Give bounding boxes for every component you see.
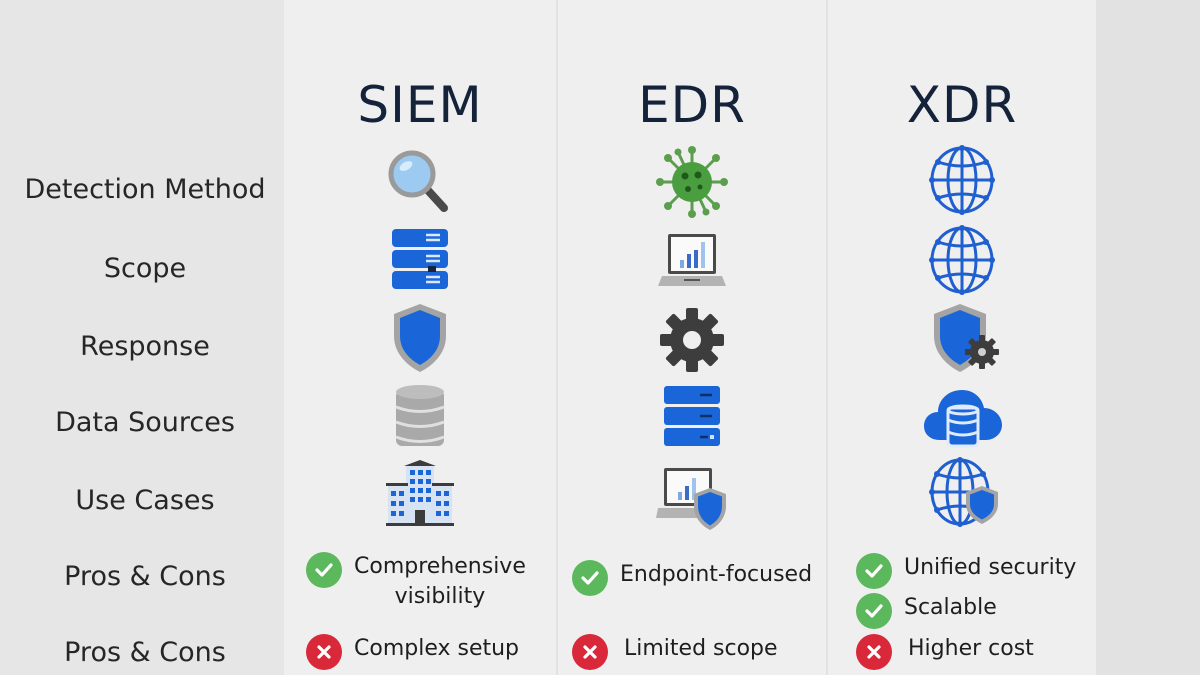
row-label-use-cases: Use Cases — [75, 485, 215, 516]
pro-item-xdr: Scalable — [856, 593, 997, 629]
pro-item-siem: Comprehensive visibility — [306, 552, 526, 612]
database-icon — [384, 382, 456, 454]
x-icon — [572, 634, 608, 670]
shield-gear-icon — [930, 302, 1002, 374]
row-label-scope: Scope — [103, 253, 187, 284]
column-title-edr: EDR — [638, 76, 746, 134]
check-icon — [856, 553, 892, 589]
pro-text-line: visibility — [394, 584, 486, 609]
virus-icon — [656, 146, 728, 218]
pro-item-edr: Endpoint-focused — [572, 560, 812, 596]
row-label-pros-cons: Pros & Cons — [64, 561, 226, 592]
pro-text-line: Comprehensive — [354, 554, 526, 579]
con-item-siem: Complex setup — [306, 634, 519, 670]
server-rack-icon — [384, 226, 456, 298]
shield-icon — [384, 302, 456, 374]
server-stack-icon — [656, 382, 728, 454]
row-label-pros-cons: Pros & Cons — [64, 637, 226, 668]
cloud-database-icon — [924, 384, 1002, 450]
check-icon — [572, 560, 608, 596]
pro-text: Scalable — [904, 595, 997, 620]
row-label-data-sources: Data Sources — [55, 407, 235, 438]
con-text: Limited scope — [624, 636, 778, 661]
gear-icon — [656, 304, 728, 376]
laptop-chart-icon — [656, 226, 728, 298]
office-building-icon — [384, 458, 456, 530]
laptop-shield-icon — [656, 462, 728, 534]
magnifying-glass-icon — [384, 146, 456, 218]
con-text: Complex setup — [354, 636, 520, 661]
con-item-edr: Limited scope — [572, 634, 778, 670]
column-divider — [826, 0, 828, 675]
globe-network-icon — [926, 224, 998, 296]
row-label-detection-method: Detection Method — [24, 174, 266, 205]
column-title-xdr: XDR — [906, 76, 1018, 134]
column-title-siem: SIEM — [357, 76, 483, 134]
right-margin — [1096, 0, 1200, 675]
globe-shield-icon — [928, 456, 1000, 528]
row-label-response: Response — [80, 331, 210, 362]
pro-item-xdr: Unified security — [856, 553, 1076, 589]
check-icon — [856, 593, 892, 629]
con-text: Higher cost — [908, 636, 1034, 661]
x-icon — [306, 634, 342, 670]
row-labels-panel — [0, 0, 284, 675]
pro-text: Endpoint-focused — [620, 562, 813, 587]
globe-network-icon — [926, 144, 998, 216]
pro-text: Unified security — [904, 555, 1077, 580]
con-item-xdr: Higher cost — [856, 634, 1034, 670]
x-icon — [856, 634, 892, 670]
check-icon — [306, 552, 342, 588]
column-divider — [556, 0, 558, 675]
